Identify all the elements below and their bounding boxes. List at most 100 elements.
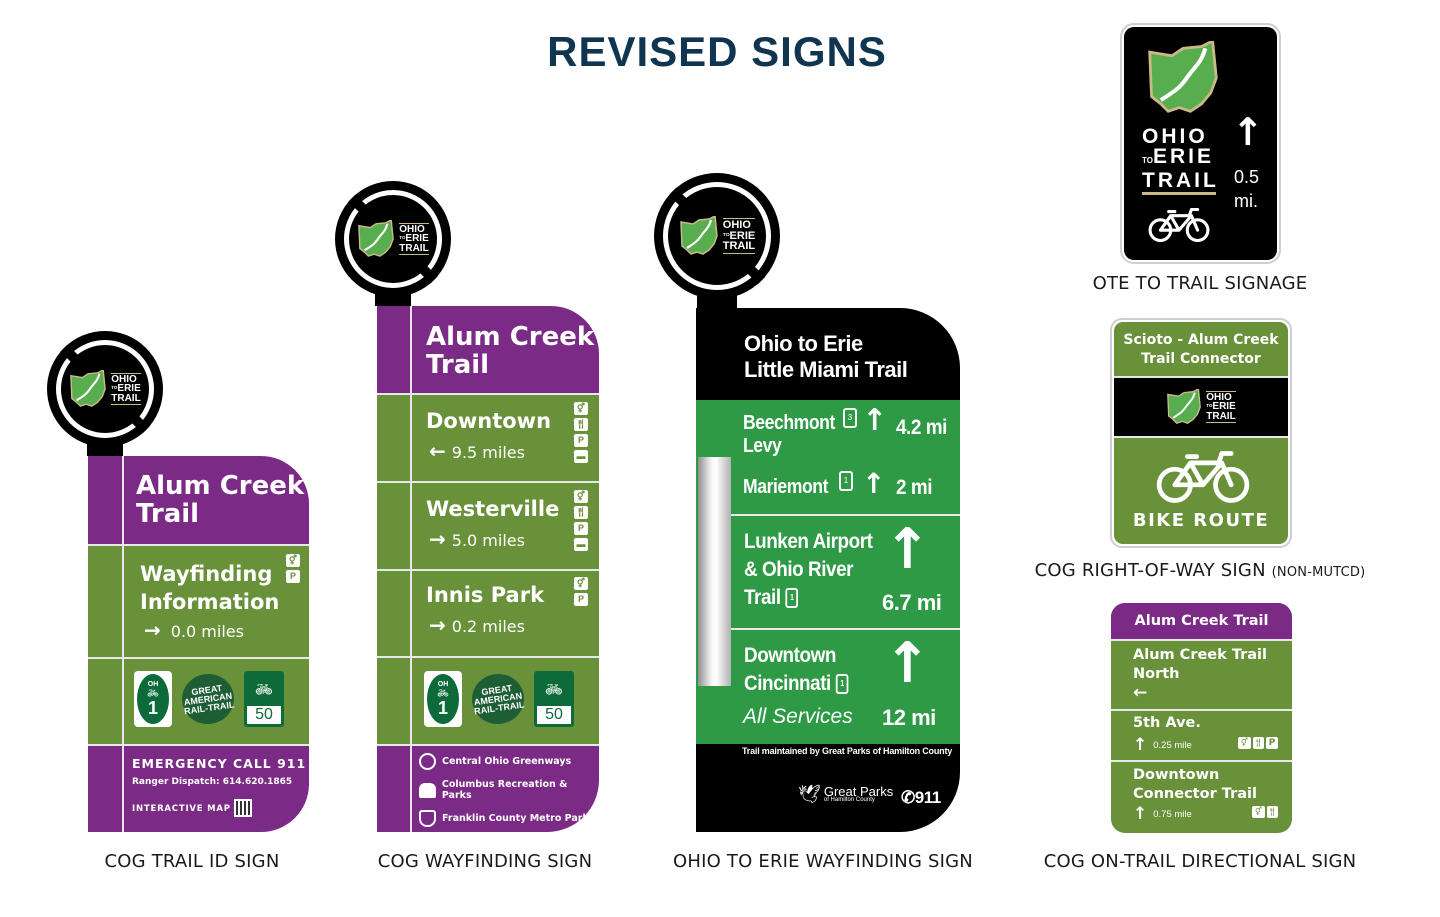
distance: 4.2 mi bbox=[896, 416, 947, 439]
trail-name: Alum Creek bbox=[426, 322, 595, 352]
ote-wordmark: OHIO TOERIE TRAIL bbox=[1206, 390, 1236, 424]
services-icons: ⚥ 🍴︎ bbox=[1252, 806, 1278, 818]
ote-header: Ohio to Erie Little Miami Trail bbox=[696, 308, 960, 400]
wayfinding-header: Alum Creek Trail bbox=[377, 306, 599, 393]
arrow-left-icon: ← bbox=[429, 439, 446, 463]
page-title: REVISED SIGNS bbox=[547, 28, 887, 75]
ohio-state-icon bbox=[679, 216, 719, 256]
parking-icon: P bbox=[286, 570, 300, 583]
destination-row: Downtown ←9.5 miles ⚥🍴︎P▬ bbox=[377, 395, 599, 481]
distance: 2 mi bbox=[896, 476, 933, 499]
phone-icon: ✆ bbox=[901, 788, 915, 807]
restroom-icon: ⚥ bbox=[574, 577, 588, 590]
trail-id-footer: EMERGENCY CALL 911 Ranger Dispatch: 614.… bbox=[88, 746, 309, 832]
ote-logo-topper: OHIO TOERIE TRAIL bbox=[47, 331, 163, 447]
destination-row: Beechmont Levy bbox=[743, 412, 835, 457]
ote-to-trail-caption: OTE TO TRAIL SIGNAGE bbox=[1092, 273, 1308, 294]
on-trail-caption: COG ON-TRAIL DIRECTIONAL SIGN bbox=[1043, 851, 1357, 872]
trail-name: Ohio to Erie bbox=[744, 331, 863, 356]
oh1-route-shield: OH🚲︎1 bbox=[424, 671, 462, 727]
ote-wordmark: OHIO TOERIE TRAIL bbox=[722, 218, 756, 254]
lodging-icon: ▬ bbox=[574, 450, 588, 463]
route-shield-icon: 3 bbox=[843, 408, 857, 428]
parking-icon: P bbox=[1266, 737, 1278, 749]
arrow-up-icon: ↑ bbox=[1133, 735, 1148, 755]
ote-body bbox=[696, 400, 960, 744]
food-icon: 🍴︎ bbox=[1253, 737, 1264, 749]
arrow-right-icon: → bbox=[144, 618, 161, 642]
ote-footer: Trail maintained by Great Parks of Hamil… bbox=[696, 744, 960, 832]
destination-row: Downtown Cincinnati 1 bbox=[744, 642, 849, 698]
arrow-up-icon: ↑ bbox=[884, 631, 931, 696]
oh1-route-shield: OH🚲︎1 bbox=[134, 671, 172, 727]
ote-wordmark: OHIO TOERIE TRAIL bbox=[1142, 125, 1219, 192]
trail-id-header: Alum Creek Trail bbox=[88, 456, 309, 544]
columbus-parks-logo-icon bbox=[419, 782, 436, 798]
ote-wayfinding-caption: OHIO TO ERIE WAYFINDING SIGN bbox=[673, 851, 973, 872]
restroom-icon: ⚥ bbox=[1252, 806, 1265, 818]
ranger-dispatch-text: Ranger Dispatch: 614.620.1865 bbox=[132, 777, 293, 787]
qr-code-icon[interactable] bbox=[234, 799, 252, 817]
us50-route-shield: 🚲︎50 bbox=[244, 671, 284, 727]
food-icon: 🍴︎ bbox=[574, 506, 588, 519]
ote-logo-topper: OHIO TOERIE TRAIL bbox=[335, 181, 451, 297]
distance: 6.7 mi bbox=[882, 590, 942, 615]
partner-item: Franklin County Metro Parks bbox=[419, 810, 599, 827]
maintained-by-text: Trail maintained by Great Parks of Hamil… bbox=[742, 746, 953, 756]
restroom-icon: ⚥ bbox=[1238, 737, 1251, 749]
trail-id-destination: Wayfinding Information →0.0 miles ⚥ P bbox=[88, 546, 309, 657]
connector-name: Scioto - Alum Creek bbox=[1123, 332, 1279, 348]
wayfinding-caption: COG WAYFINDING SIGN bbox=[377, 851, 593, 872]
distance: 12 mi bbox=[882, 705, 936, 730]
arrow-right-icon: → bbox=[429, 527, 446, 551]
services-icons: ⚥ 🍴︎ P bbox=[1238, 737, 1278, 749]
partner-item: Central Ohio Greenways bbox=[419, 753, 599, 770]
metro-parks-logo-icon bbox=[419, 810, 436, 827]
destination-row: Innis Park →0.2 miles ⚥P bbox=[377, 571, 599, 656]
ote-logo-topper: OHIO TOERIE TRAIL bbox=[654, 173, 780, 299]
restroom-icon: ⚥ bbox=[286, 554, 300, 567]
directional-row: Downtown Connector Trail bbox=[1133, 767, 1257, 802]
food-icon: 🍴︎ bbox=[574, 418, 588, 431]
directional-row: Alum Creek Trail North ← bbox=[1133, 647, 1267, 703]
sign-post bbox=[698, 457, 731, 686]
us50-route-shield: 🚲︎50 bbox=[534, 671, 574, 727]
parking-icon: P bbox=[574, 522, 588, 535]
ohio-state-icon bbox=[1146, 41, 1220, 115]
route-shield-icon: 1 bbox=[835, 674, 849, 695]
arrow-left-icon: ← bbox=[1133, 683, 1148, 703]
trail-name: Alum Creek bbox=[136, 471, 305, 501]
emergency-phone: ✆911 bbox=[901, 788, 941, 807]
trail-name: Alum Creek Trail bbox=[1134, 613, 1269, 629]
ohio-state-icon bbox=[1166, 389, 1202, 425]
arrow-up-icon: ↑ bbox=[1232, 110, 1264, 154]
arrow-up-icon: ↑ bbox=[862, 467, 886, 500]
destination-row: Lunken Airport & Ohio River Trail 1 bbox=[744, 530, 873, 609]
arrow-up-icon: ↑ bbox=[884, 517, 931, 582]
distance: ↑ 0.75 mile bbox=[1133, 804, 1192, 824]
right-of-way-caption: COG RIGHT-OF-WAY SIGN (NON-MUTCD) bbox=[1034, 560, 1366, 581]
great-parks-logo: 🕊︎ Great Parks of Hamilton County bbox=[798, 783, 894, 805]
restroom-icon: ⚥ bbox=[574, 402, 588, 415]
arrow-right-icon: → bbox=[429, 613, 446, 637]
arrow-up-icon: ↑ bbox=[862, 403, 888, 438]
interactive-map-label: INTERACTIVE MAP bbox=[132, 804, 231, 814]
parking-icon: P bbox=[574, 593, 588, 606]
lodging-icon: ▬ bbox=[574, 538, 588, 551]
ote-wordmark: OHIO TOERIE TRAIL bbox=[399, 222, 429, 256]
distance: ↑ 0.25 mile bbox=[1133, 735, 1192, 755]
route-shield-icon: 1 bbox=[839, 471, 853, 491]
ohio-state-icon bbox=[69, 370, 107, 408]
partner-item: Columbus Recreation & Parks bbox=[419, 779, 599, 801]
ote-wordmark: OHIO TOERIE TRAIL bbox=[111, 372, 141, 406]
greenways-logo-icon bbox=[419, 753, 436, 770]
parking-icon: P bbox=[574, 434, 588, 447]
destination-row: Mariemont bbox=[743, 476, 829, 498]
partners-footer: Central Ohio Greenways Columbus Recreati… bbox=[377, 746, 599, 832]
arrow-up-icon: ↑ bbox=[1133, 804, 1148, 824]
ohio-state-icon bbox=[357, 220, 395, 258]
